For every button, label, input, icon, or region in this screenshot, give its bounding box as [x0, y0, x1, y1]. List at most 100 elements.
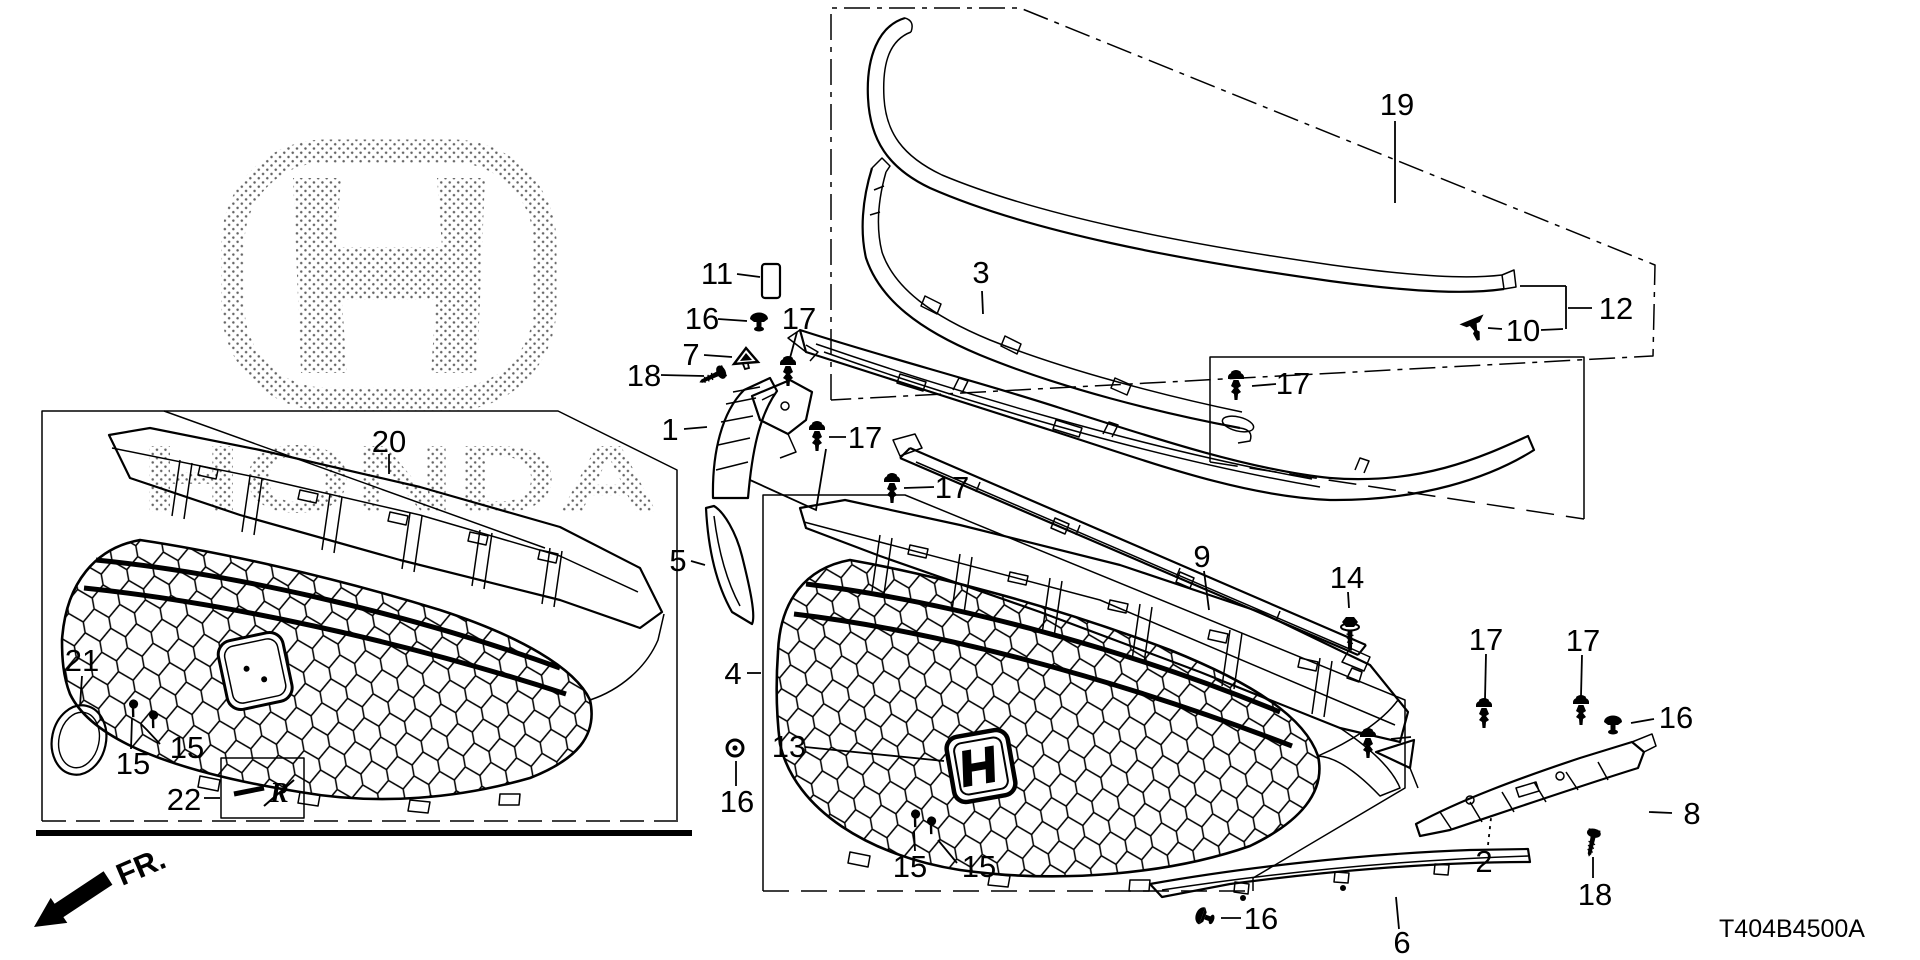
leader-line [1347, 591, 1350, 609]
callout-2[interactable]: 2 [1475, 844, 1492, 879]
callout-15[interactable]: 15 [962, 849, 996, 884]
leader-line [913, 830, 916, 852]
grille-assembly-20 [60, 426, 665, 814]
callout-16[interactable]: 16 [1244, 901, 1278, 936]
callout-15[interactable]: 15 [170, 730, 204, 765]
corner-molding-5 [704, 504, 755, 626]
leader-line [903, 486, 935, 489]
leader-line [1630, 718, 1655, 724]
leader-line [1487, 327, 1503, 330]
leader-line [1395, 896, 1400, 930]
leader-line [749, 448, 827, 512]
callout-15[interactable]: 15 [893, 849, 927, 884]
callout-21[interactable]: 21 [65, 643, 99, 678]
push-clip-icon [1476, 698, 1492, 728]
leader-line [1484, 653, 1487, 700]
leader-line [140, 723, 161, 745]
callout-20[interactable]: 20 [372, 424, 406, 459]
leader-line [1648, 811, 1673, 814]
dome-clip-icon [1604, 715, 1622, 735]
callout-6[interactable]: 6 [1393, 925, 1410, 960]
hood-molding-dash-box [830, 7, 1656, 401]
push-clip-icon [1573, 695, 1589, 725]
callout-8[interactable]: 8 [1683, 796, 1700, 831]
callout-17[interactable]: 17 [1469, 622, 1503, 657]
callout-16[interactable]: 16 [1659, 700, 1693, 735]
leader-line [804, 746, 945, 762]
callout-4[interactable]: 4 [724, 656, 741, 691]
corner-garnish-2 [1374, 733, 1657, 838]
callout-22[interactable]: 22 [167, 782, 201, 817]
callout-13[interactable]: 13 [772, 729, 806, 764]
callout-5[interactable]: 5 [669, 543, 686, 578]
diagram-code: T404B4500A [1719, 915, 1865, 943]
callout-14[interactable]: 14 [1330, 560, 1364, 595]
callout-17[interactable]: 17 [782, 301, 816, 336]
grille-4-mesh [775, 558, 1321, 878]
push-clip-icon [884, 473, 900, 503]
callout-12[interactable]: 12 [1599, 291, 1633, 326]
leader-line [1390, 736, 1412, 740]
callout-16[interactable]: 16 [720, 784, 754, 819]
honda-logo-ring [221, 139, 557, 411]
callout-17[interactable]: 17 [1276, 366, 1310, 401]
callout-17[interactable]: 17 [848, 420, 882, 455]
push-clip-icon [1228, 370, 1244, 400]
callout-7[interactable]: 7 [682, 337, 699, 372]
dome-clip-icon [1192, 905, 1218, 929]
leader-line [660, 374, 705, 377]
grille-upper-beam-9 [892, 433, 1371, 683]
honda-logo-h [293, 178, 485, 373]
leader-line [703, 354, 733, 358]
callout-9[interactable]: 9 [1193, 539, 1210, 574]
callout-1[interactable]: 1 [661, 412, 678, 447]
grille-lower-molding [787, 328, 1536, 502]
callout-3[interactable]: 3 [972, 255, 989, 290]
grille-upper-molding-3 [861, 157, 1255, 444]
leader-line [1203, 570, 1210, 611]
leader-line [79, 675, 83, 707]
type-r-emblem-22: R [233, 778, 295, 809]
lower-garnish-6 [1148, 847, 1532, 901]
honda-logo-watermark: HONDA [140, 139, 660, 533]
corner-garnish-1 [711, 376, 814, 500]
fr-arrow-icon [34, 871, 113, 927]
callout-16[interactable]: 16 [685, 301, 719, 336]
leader-line [789, 331, 798, 359]
dome-clip-icon [750, 312, 768, 332]
leader-line [690, 560, 706, 566]
leader-line [981, 290, 984, 315]
type-r-letter: R [269, 778, 289, 809]
pad-icon [760, 262, 782, 300]
grille-20-struts [171, 459, 563, 608]
honda-h-emblem-13 [944, 727, 1018, 805]
callout-18[interactable]: 18 [627, 358, 661, 393]
leader-line [683, 426, 708, 430]
leader-lines [79, 121, 1673, 930]
callout-19[interactable]: 19 [1380, 87, 1414, 122]
callout-17[interactable]: 17 [1566, 623, 1600, 658]
screw-icon [1581, 826, 1603, 859]
push-clip-icon [809, 421, 825, 451]
leader-line [130, 717, 133, 750]
callout-10[interactable]: 10 [1506, 313, 1540, 348]
leader-line [1540, 328, 1564, 331]
molding-end-box [1209, 356, 1585, 519]
left-box-pointer-line [163, 410, 546, 549]
wing-clip-icon [1458, 314, 1491, 345]
hood-front-molding-19 [866, 16, 1517, 293]
callout-17[interactable]: 17 [935, 470, 969, 505]
callout-15[interactable]: 15 [116, 746, 150, 781]
grille-20-emblem-plate [216, 630, 294, 711]
tri-clip-icon [732, 346, 760, 371]
grille-assembly-4 [775, 498, 1410, 892]
callout-18[interactable]: 18 [1578, 877, 1612, 912]
leader-line [736, 273, 761, 278]
parts-artwork: R [50, 16, 1657, 901]
seal-pad-21 [50, 704, 108, 776]
fr-direction-arrow: FR. [34, 841, 171, 927]
fr-label: FR. [111, 841, 171, 893]
leader-line [1251, 383, 1277, 387]
callout-11[interactable]: 11 [701, 256, 733, 291]
